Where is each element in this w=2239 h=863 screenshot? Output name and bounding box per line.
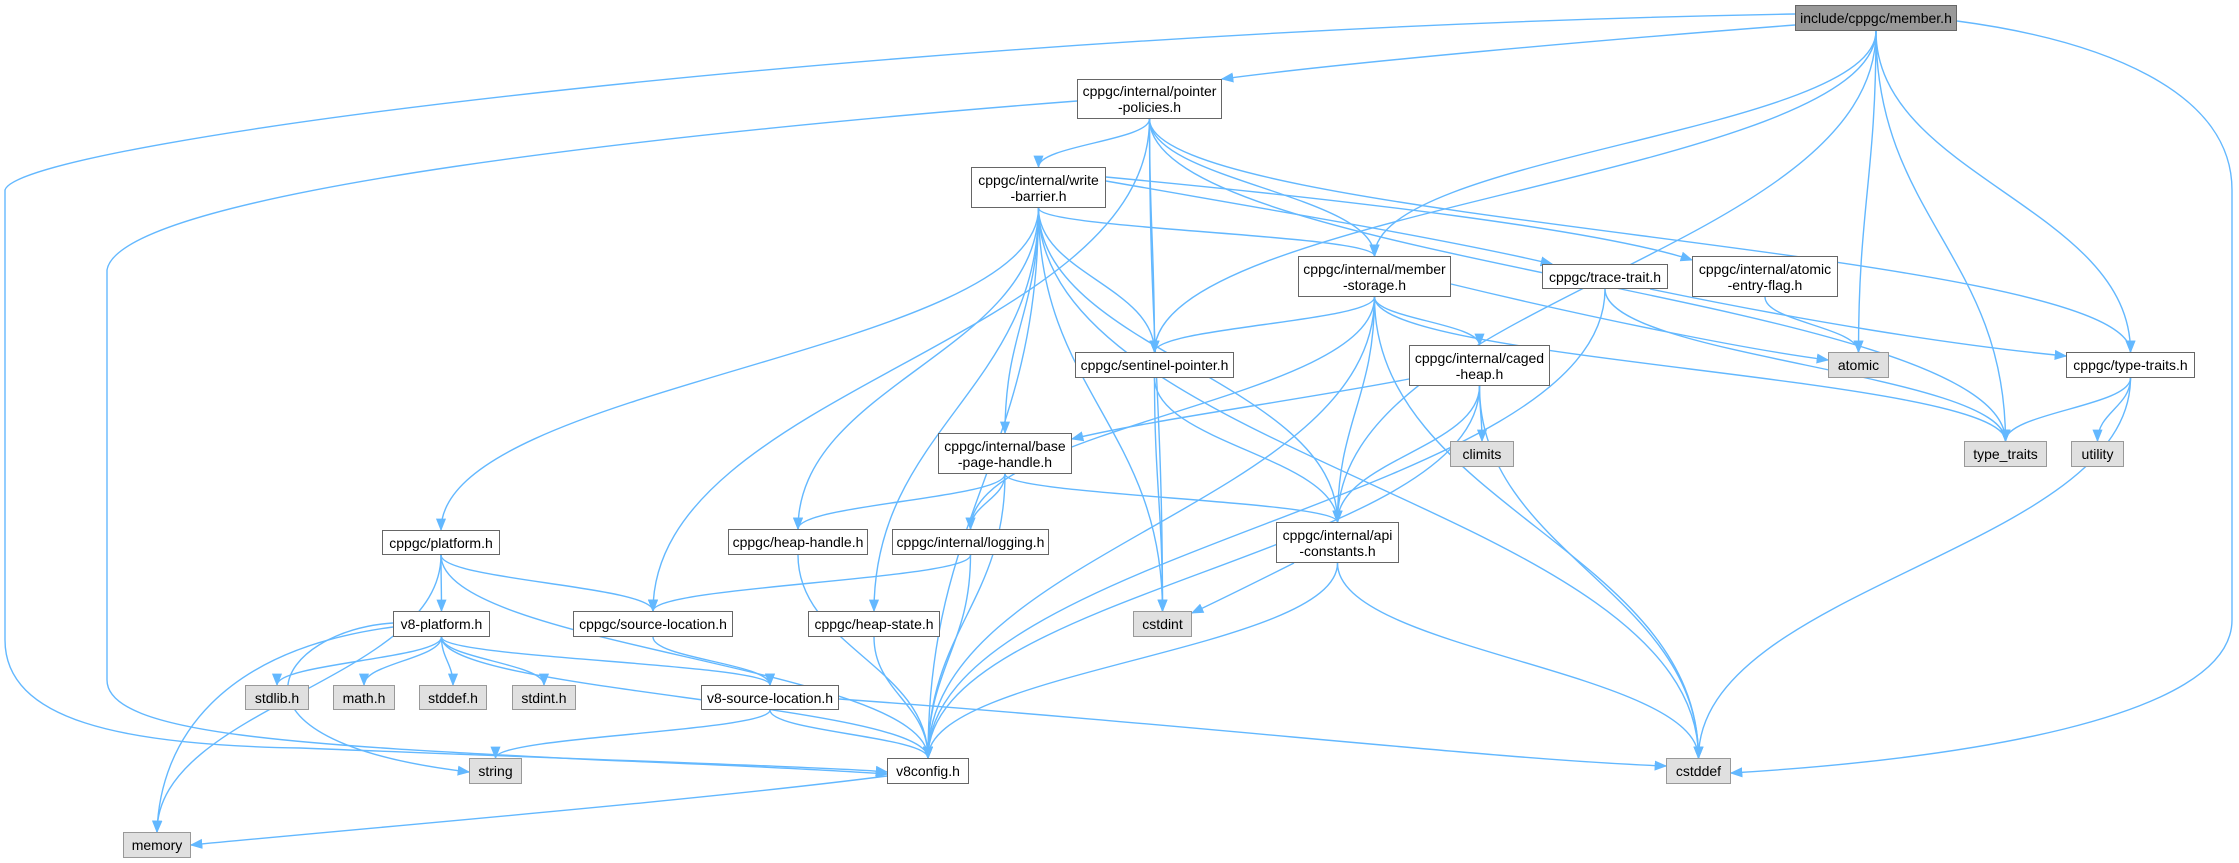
edge-caged-heap-to-api-constants	[1332, 385, 1481, 524]
edge-type-traits-h-to-cstddef	[1693, 377, 2132, 760]
edge-base-page-handle-to-heap-handle	[793, 473, 1006, 531]
edge-v8-platform-to-stdint	[440, 636, 549, 687]
edge-member-to-cstddef	[1729, 20, 2233, 778]
edge-pointer-policies-to-source-location	[647, 118, 1151, 613]
edge-member-storage-to-cstddef	[1373, 296, 1704, 760]
edge-pointer-policies-to-type-traits-h	[1148, 118, 2136, 354]
edge-base-page-handle-to-logging	[965, 473, 1006, 531]
node-v8-platform[interactable]: v8-platform.h	[393, 611, 490, 637]
edge-write-barrier-to-heap-state	[868, 207, 1040, 613]
node-atomic: atomic	[1828, 352, 1889, 378]
edge-platform-to-source-location	[440, 554, 658, 613]
node-heap-state[interactable]: cppgc/heap-state.h	[808, 611, 940, 637]
edge-member-to-sentinel-pointer	[1149, 30, 1877, 354]
edge-pointer-policies-to-write-barrier	[1033, 118, 1151, 169]
edge-write-barrier-to-platform	[436, 207, 1040, 532]
edge-source-location-to-v8-source-location	[652, 636, 775, 687]
edge-api-constants-to-cstdint	[1190, 562, 1295, 614]
node-stdint: stdint.h	[512, 685, 576, 710]
edge-v8-platform-to-math	[359, 636, 443, 687]
edge-member-to-atomic	[1853, 30, 1877, 354]
edge-pointer-policies-to-member-storage	[1148, 118, 1380, 258]
edge-platform-to-v8-platform	[436, 554, 447, 613]
edge-member-to-v8config	[4, 13, 1796, 776]
node-source-location[interactable]: cppgc/source-location.h	[573, 611, 733, 637]
edge-v8-platform-to-stdlib	[272, 636, 443, 687]
edge-trace-trait-to-type-traits	[1604, 288, 2011, 443]
edge-trace-trait-to-type-traits-h	[1649, 288, 2068, 360]
node-type-traits: type_traits	[1964, 441, 2047, 467]
edge-api-constants-to-v8config	[923, 562, 1339, 760]
edge-logging-to-v8config	[922, 554, 972, 760]
edge-heap-handle-to-v8config	[797, 554, 934, 760]
edge-write-barrier-to-sentinel-pointer	[1037, 207, 1160, 354]
node-api-constants[interactable]: cppgc/internal/api -constants.h	[1276, 522, 1399, 563]
edge-member-storage-to-sentinel-pointer	[1149, 296, 1376, 354]
edge-v8-source-location-to-cstddef	[838, 698, 1668, 771]
edge-v8config-to-memory	[189, 775, 888, 849]
edge-v8-source-location-to-v8config	[769, 709, 933, 760]
edge-v8-source-location-to-string	[490, 709, 771, 760]
edge-base-page-handle-to-api-constants	[1004, 473, 1343, 524]
node-atomic-entry-flag[interactable]: cppgc/internal/atomic -entry-flag.h	[1692, 256, 1838, 297]
edge-pointer-policies-to-v8config	[106, 100, 1078, 779]
edge-trace-trait-to-v8config	[922, 288, 1606, 760]
edge-write-barrier-to-member-storage	[1037, 207, 1380, 258]
node-cstddef: cstddef	[1666, 758, 1731, 784]
node-trace-trait[interactable]: cppgc/trace-trait.h	[1542, 264, 1668, 289]
node-member[interactable]: include/cppgc/member.h	[1795, 5, 1957, 31]
node-base-page-handle[interactable]: cppgc/internal/base -page-handle.h	[938, 433, 1072, 474]
node-v8-source-location[interactable]: v8-source-location.h	[701, 685, 839, 710]
node-cstdint: cstdint	[1133, 611, 1192, 637]
node-math: math.h	[333, 685, 395, 710]
node-pointer-policies[interactable]: cppgc/internal/pointer -policies.h	[1077, 79, 1222, 119]
node-memory: memory	[123, 832, 191, 858]
edge-member-to-member-storage	[1369, 30, 1877, 258]
edge-member-to-pointer-policies	[1220, 24, 1796, 83]
node-write-barrier[interactable]: cppgc/internal/write -barrier.h	[971, 167, 1106, 208]
edge-member-storage-to-type-traits	[1373, 296, 2011, 443]
node-member-storage[interactable]: cppgc/internal/member -storage.h	[1298, 256, 1451, 297]
edge-write-barrier-to-atomic-entry-flag	[1105, 176, 1694, 262]
node-climits: climits	[1450, 441, 1514, 467]
node-caged-heap[interactable]: cppgc/internal/caged -heap.h	[1409, 345, 1550, 386]
edge-heap-state-to-v8config	[873, 636, 934, 760]
edge-v8-platform-to-stddef	[440, 636, 459, 687]
edge-caged-heap-to-v8config	[922, 385, 1481, 760]
edge-member-to-type-traits	[1875, 30, 2011, 443]
node-type-traits-h[interactable]: cppgc/type-traits.h	[2066, 352, 2195, 378]
node-platform[interactable]: cppgc/platform.h	[382, 530, 500, 555]
edge-atomic-entry-flag-to-atomic	[1764, 296, 1864, 354]
edge-v8-platform-to-v8-source-location	[440, 636, 775, 687]
edge-v8-platform-to-v8config	[440, 636, 933, 760]
edge-write-barrier-to-cstdint	[1037, 207, 1168, 613]
edge-type-traits-h-to-type-traits	[2000, 377, 2132, 443]
node-logging[interactable]: cppgc/internal/logging.h	[892, 529, 1049, 555]
edge-member-storage-to-v8config	[922, 296, 1376, 760]
node-sentinel-pointer[interactable]: cppgc/sentinel-pointer.h	[1075, 352, 1234, 378]
edge-sentinel-pointer-to-cstdint	[1153, 377, 1168, 613]
edge-v8-platform-to-memory	[152, 626, 394, 834]
edge-write-barrier-to-trace-trait	[1105, 180, 1554, 267]
edge-platform-to-v8config	[440, 554, 933, 760]
edge-member-storage-to-caged-heap	[1373, 296, 1485, 347]
node-stddef: stddef.h	[419, 685, 487, 710]
edge-logging-to-source-location	[648, 554, 972, 613]
edge-write-barrier-to-heap-handle	[792, 207, 1040, 531]
node-utility: utility	[2071, 441, 2124, 467]
node-string: string	[469, 758, 522, 784]
node-stdlib: stdlib.h	[245, 685, 309, 710]
edge-member-storage-to-logging	[965, 296, 1376, 531]
edge-caged-heap-to-base-page-handle	[1070, 378, 1410, 442]
edge-member-storage-to-api-constants	[1332, 296, 1376, 524]
node-v8config[interactable]: v8config.h	[887, 758, 969, 784]
edge-write-barrier-to-v8config	[922, 207, 1040, 760]
edge-member-to-type-traits-h	[1875, 30, 2136, 354]
edge-api-constants-to-cstddef	[1336, 562, 1704, 760]
node-heap-handle[interactable]: cppgc/heap-handle.h	[728, 529, 868, 555]
